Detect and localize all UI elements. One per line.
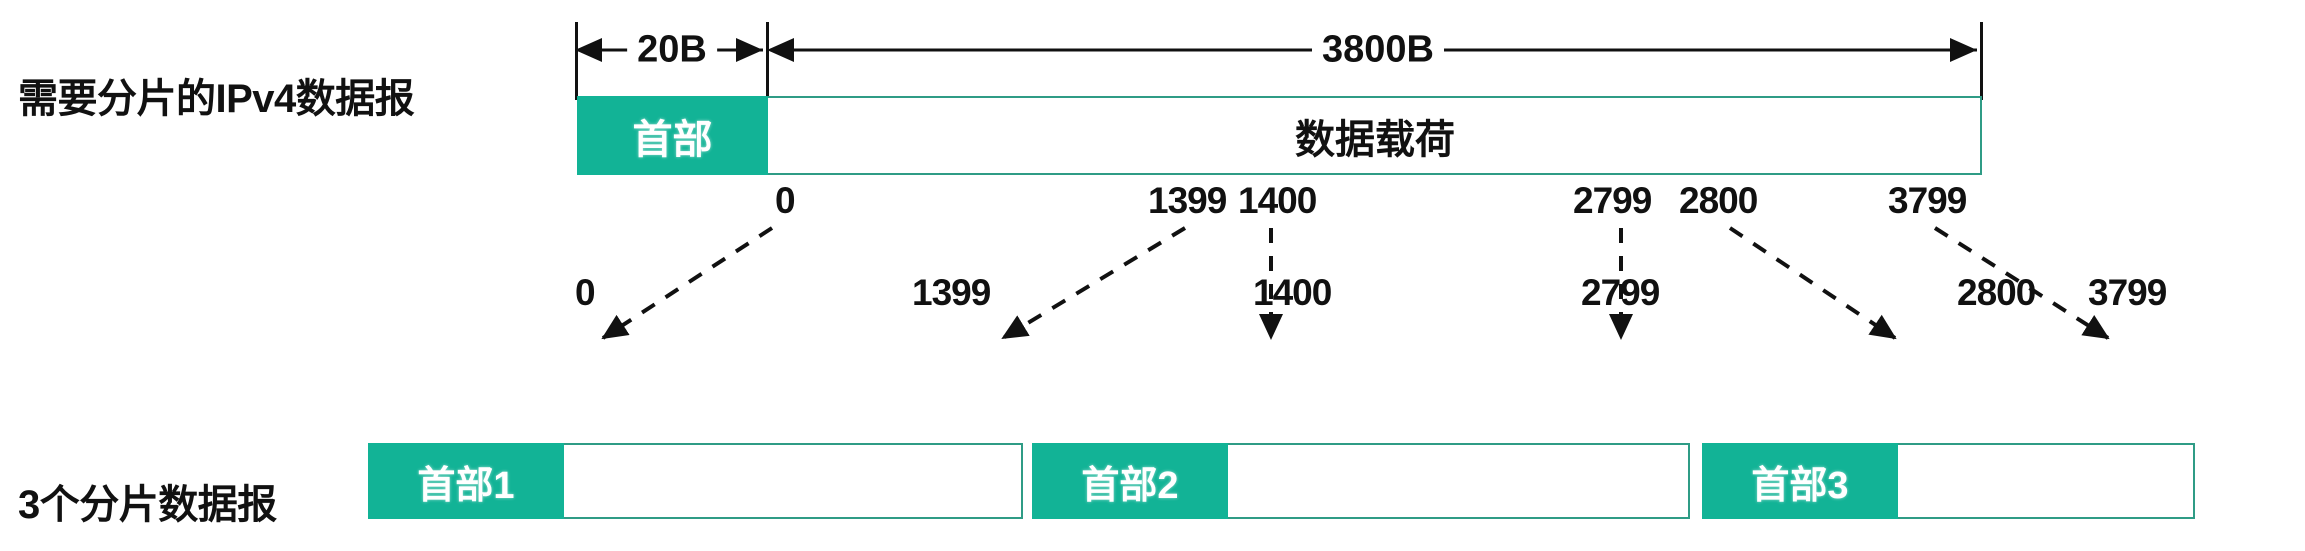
original-payload-cell: 数据载荷 bbox=[768, 96, 1982, 175]
offset-2800: 2800 bbox=[1679, 180, 1758, 221]
map-arrow-2800 bbox=[1728, 226, 1897, 340]
payload-size-label: 3800B bbox=[1312, 28, 1444, 72]
original-payload-label: 数据载荷 bbox=[1295, 117, 1455, 162]
top-row-label: 需要分片的IPv4数据报 bbox=[18, 77, 415, 121]
dimension-tick-left bbox=[575, 22, 578, 100]
fragment-3-header-label: 首部3 bbox=[1751, 464, 1849, 507]
map-arrow-0 bbox=[601, 226, 774, 340]
fragment-1-start-label: 0 bbox=[575, 272, 596, 313]
fragment-3-end-label: 3799 bbox=[2088, 272, 2167, 313]
map-arrow-1399 bbox=[1001, 226, 1187, 340]
fragment-2-end-label: 2799 bbox=[1581, 272, 1660, 313]
fragment-2-header-label: 首部2 bbox=[1081, 464, 1179, 507]
fragment-1-header-label: 首部1 bbox=[417, 464, 515, 507]
offset-1399: 1399 bbox=[1148, 180, 1227, 221]
header-size-label: 20B bbox=[627, 28, 717, 72]
fragment-1-end-label: 1399 bbox=[912, 272, 991, 313]
original-header-cell: 首部 bbox=[577, 96, 768, 175]
offset-3799: 3799 bbox=[1888, 180, 1967, 221]
offset-0: 0 bbox=[775, 180, 796, 221]
fragment-3-start-label: 2800 bbox=[1957, 272, 2036, 313]
dimension-tick-right bbox=[1980, 22, 1983, 100]
fragment-1-header-cell: 首部1 bbox=[368, 443, 564, 519]
dimension-tick-mid bbox=[766, 22, 769, 100]
fragment-2-start-label: 1400 bbox=[1253, 272, 1332, 313]
fragment-3-header-cell: 首部3 bbox=[1702, 443, 1898, 519]
offset-1400: 1400 bbox=[1238, 180, 1317, 221]
offset-2799: 2799 bbox=[1573, 180, 1652, 221]
original-datagram-box bbox=[577, 96, 1982, 175]
bottom-row-label: 3个分片数据报 bbox=[18, 483, 277, 527]
fragment-2-header-cell: 首部2 bbox=[1032, 443, 1228, 519]
original-header-label: 首部 bbox=[632, 117, 713, 162]
